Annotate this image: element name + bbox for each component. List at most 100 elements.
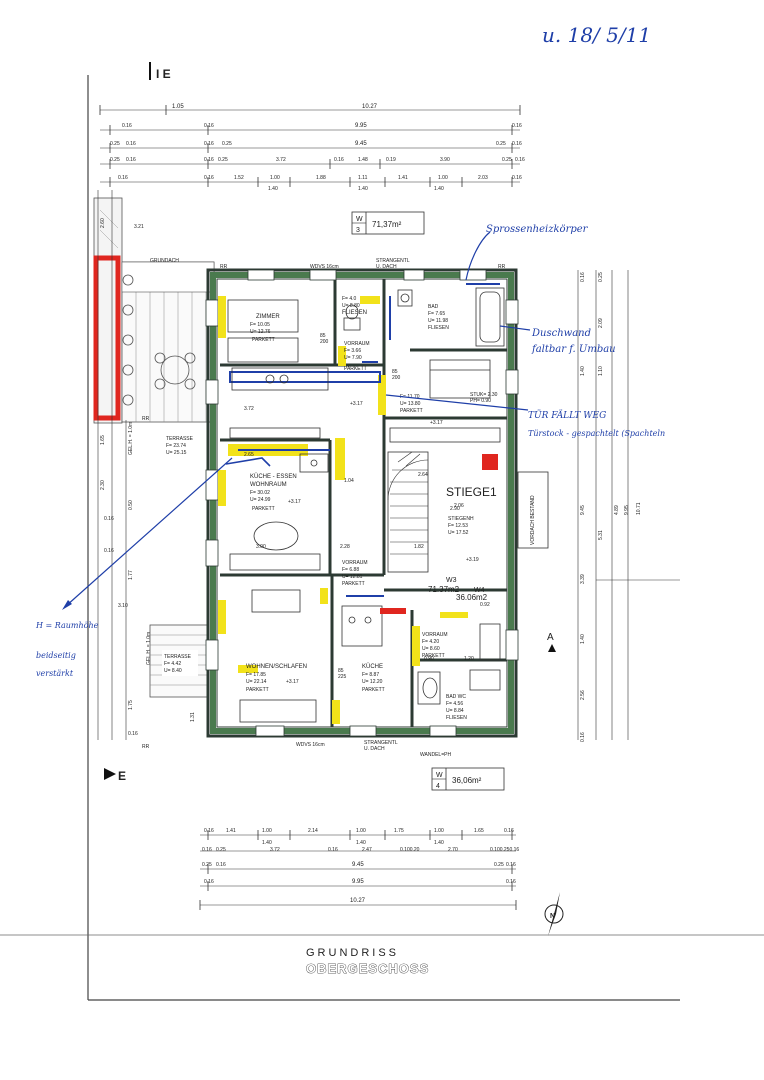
dim-label: 0.16 [104,516,114,522]
svg-text:0.16: 0.16 [504,828,514,834]
svg-text:PARKETT: PARKETT [252,337,275,343]
svg-text:0.16: 0.16 [204,879,214,885]
svg-text:I E: I E [156,67,171,81]
svg-text:2.47: 2.47 [362,847,372,853]
svg-text:U= 24.99: U= 24.99 [250,497,271,503]
svg-text:9.45: 9.45 [352,862,364,868]
svg-text:PARKETT: PARKETT [252,506,275,512]
svg-text:225: 225 [338,674,347,680]
dim-label: 1.11 [358,175,368,181]
svg-text:1.40: 1.40 [580,366,586,376]
railing-height: GEL.H. = 1.0m [146,632,152,665]
svg-text:+3.19: +3.19 [466,557,479,563]
room-zimmer: ZIMMER F= 10.05 U= 12.76 PARKETT [250,314,280,343]
level-marks: +3.17 +3.17 +3.17 +3.19 +3.17 [286,401,479,685]
svg-text:RR: RR [220,264,228,270]
kitchen-dining-furniture [227,299,329,571]
svg-text:ZIMMER: ZIMMER [256,314,280,320]
svg-text:0.16: 0.16 [202,847,212,853]
plan-title: GRUNDRISS [306,947,399,959]
dim-label: 0.16 [122,123,132,129]
svg-text:71,37m²: 71,37m² [372,220,402,229]
svg-text:F= 3.66: F= 3.66 [344,348,361,354]
svg-text:0.16: 0.16 [506,862,516,868]
dim-label: 0.25 [110,141,120,147]
svg-text:U= 22.14: U= 22.14 [246,679,267,685]
svg-text:F= 23.74: F= 23.74 [166,443,186,449]
section-marker-top: I E [149,62,171,81]
svg-text:F= 8.87: F= 8.87 [362,672,379,678]
svg-text:1.00: 1.00 [262,828,272,834]
room-wohnen-schlafen: WOHNEN/SCHLAFEN F= 17.85 U= 22.14 PARKET… [246,664,307,693]
pen-wall-markups [229,283,500,597]
svg-text:1.40: 1.40 [434,840,444,846]
svg-text:U. DACH: U. DACH [376,264,397,270]
svg-text:F= 4.20: F= 4.20 [422,639,439,645]
svg-text:WANDEL=PH: WANDEL=PH [420,752,451,758]
svg-text:+3.17: +3.17 [286,679,299,685]
svg-text:+3.17: +3.17 [288,499,301,505]
dim-label: 0.16 [204,175,214,181]
svg-text:WOHNEN/SCHLAFEN: WOHNEN/SCHLAFEN [246,664,307,670]
door-marks: 85 200 85 200 85 225 [320,333,401,680]
wdvs-label: WDVS 16cm [296,742,325,748]
svg-text:F= 30.02: F= 30.02 [250,490,270,496]
unit-center-labels: W3 71.37m2 W4 36.06m2 [428,577,488,602]
svg-text:85: 85 [338,668,344,674]
svg-text:STIEGENH: STIEGENH [448,516,474,522]
svg-text:RR: RR [498,264,506,270]
dim-label: 1.31 [190,712,196,722]
dim-label: 0.25 [218,157,228,163]
svg-text:U= 11.98: U= 11.98 [428,318,448,324]
vordach-bestand: VORDACH BESTAND [517,471,549,549]
plan-subtitle: OBERGESCHOSS [306,961,429,976]
svg-text:PARKETT: PARKETT [344,366,367,372]
dim-label: 1.05 [172,104,184,110]
red-marker-icon [380,608,406,614]
room-vorraum-bottom: VORRAUM F= 4.20 U= 8.60 PARKETT [422,632,448,659]
dim-label: 0.16 [204,141,214,147]
svg-text:4: 4 [436,783,440,790]
dim-label: 1.40 [358,186,368,192]
dimension-labels-bottom: 0.16 1.41 1.00 2.14 1.00 1.75 1.00 1.65 … [202,828,519,904]
dim-label: 0.16 [512,123,522,129]
svg-text:0.25: 0.25 [202,862,212,868]
terrace-1: TERRASSE F= 23.74 U= 25.15 GRUNDACH [121,258,215,456]
unit-label-w4-bottom: W 4 36,06m² [431,767,505,791]
handwritten-reference: u. 18/ 5/11 [542,23,651,47]
windows [205,269,519,737]
svg-text:H = Raumhöhe: H = Raumhöhe [35,621,99,630]
dim-label: 1.40 [268,186,278,192]
svg-text:36,06m²: 36,06m² [452,776,482,785]
svg-text:STRANGENTL: STRANGENTL [364,740,398,746]
svg-text:PARKETT: PARKETT [246,687,269,693]
dim-label: 1.41 [398,175,408,181]
dimension-lines-left [97,190,127,740]
svg-text:0.25: 0.25 [494,862,504,868]
svg-text:Sprossenheizkörper: Sprossenheizkörper [486,224,589,235]
svg-text:10.71: 10.71 [636,502,642,515]
bathroom-fixtures-top [343,287,505,347]
room-kueche-essen: KÜCHE - ESSEN WOHNRAUM F= 30.02 U= 24.99… [250,473,297,512]
wdvs-label: WDVS 16cm [310,264,339,270]
dim-label: 0.19 [386,157,396,163]
handwritten-annotations: Sprossenheizkörper Duschwand faltbar f. … [35,224,665,678]
svg-text:1.20: 1.20 [464,656,474,662]
dim-label: 0.50 [128,500,134,510]
dim-label: 2.60 [100,218,106,228]
svg-text:2.64: 2.64 [418,472,428,478]
north-arrow-icon: N [544,892,564,936]
svg-text:U= 17.52: U= 17.52 [448,530,469,536]
dim-label: 1.88 [316,175,326,181]
svg-text:3.00: 3.00 [256,544,266,550]
svg-text:2.06: 2.06 [454,503,464,509]
svg-text:BAD: BAD [428,304,439,310]
svg-text:1.75: 1.75 [394,828,404,834]
svg-text:0.16: 0.16 [216,862,226,868]
svg-text:3.39: 3.39 [580,574,586,584]
dim-label: 0.16 [334,157,344,163]
dim-label: 1.65 [100,435,106,445]
dimension-lines-right [577,270,680,740]
stair-icon [387,451,498,573]
